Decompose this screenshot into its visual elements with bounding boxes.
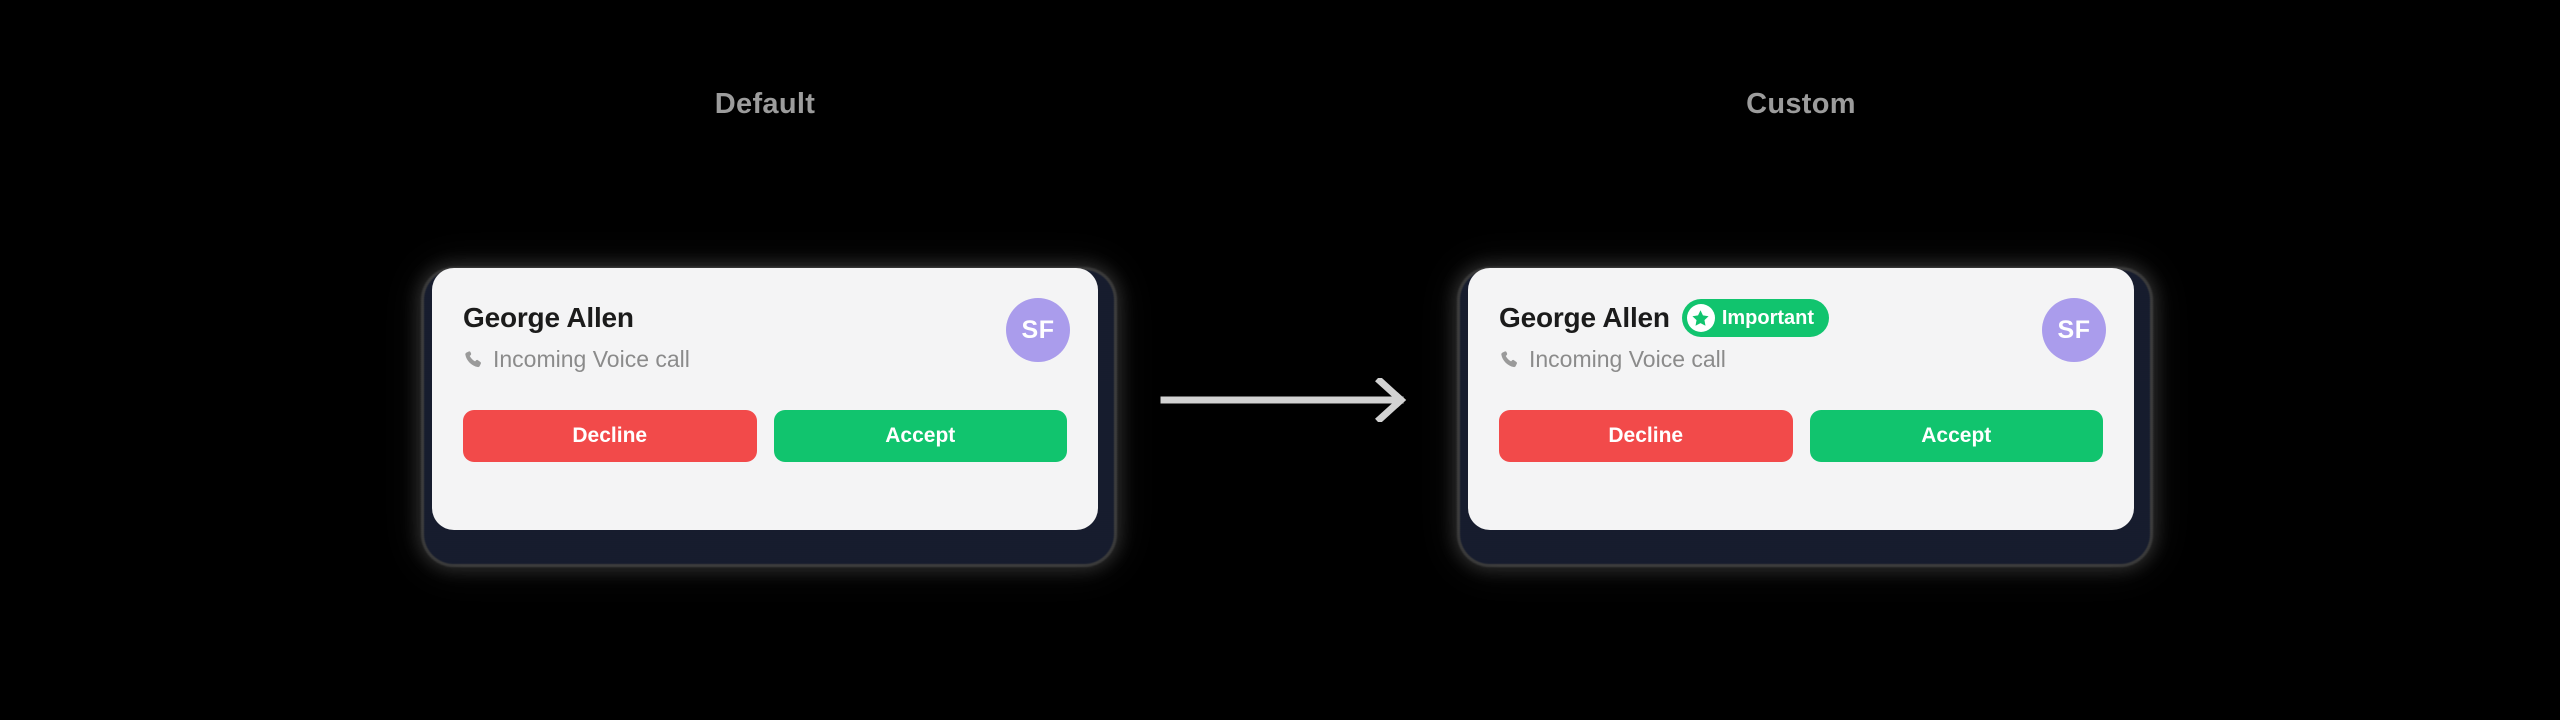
card-header-custom: George Allen Important xyxy=(1499,299,2103,376)
avatar: SF xyxy=(2042,298,2106,362)
decline-button[interactable]: Decline xyxy=(463,410,757,462)
contact-name: George Allen xyxy=(463,302,634,333)
decline-button[interactable]: Decline xyxy=(1499,410,1793,462)
call-card-custom: George Allen Important xyxy=(1456,266,2154,568)
call-notification-card-custom[interactable]: George Allen Important xyxy=(1468,268,2134,530)
arrow-right-icon xyxy=(1160,378,1410,422)
name-row-default: George Allen xyxy=(463,300,1067,336)
status-badge-important: Important xyxy=(1681,299,1830,337)
call-card-default: George Allen Incoming Voice call SF Decl… xyxy=(420,266,1118,568)
phone-call-icon xyxy=(1499,349,1520,370)
column-caption-custom: Custom xyxy=(1746,88,1856,120)
column-caption-default: Default xyxy=(714,88,816,120)
call-status-text: Incoming Voice call xyxy=(493,346,690,372)
status-badge-label: Important xyxy=(1721,307,1815,329)
card-header-default: George Allen Incoming Voice call xyxy=(463,300,1067,376)
accept-button[interactable]: Accept xyxy=(1809,410,2103,462)
card-actions-default: Decline Accept xyxy=(463,410,1067,462)
call-notification-card-default[interactable]: George Allen Incoming Voice call SF Decl… xyxy=(432,268,1098,530)
card-actions-custom: Decline Accept xyxy=(1499,410,2103,462)
star-icon xyxy=(1686,304,1715,332)
avatar-initials: SF xyxy=(2057,316,2091,344)
avatar: SF xyxy=(1006,298,1070,362)
call-status-text: Incoming Voice call xyxy=(1529,346,1726,372)
name-row-custom: George Allen Important xyxy=(1499,299,2103,337)
contact-name: George Allen xyxy=(1499,302,1670,333)
avatar-initials: SF xyxy=(1021,316,1055,344)
subtitle-row-default: Incoming Voice call xyxy=(463,344,1067,374)
subtitle-row-custom: Incoming Voice call xyxy=(1499,344,2103,374)
phone-call-icon xyxy=(463,349,484,370)
accept-button[interactable]: Accept xyxy=(773,410,1067,462)
